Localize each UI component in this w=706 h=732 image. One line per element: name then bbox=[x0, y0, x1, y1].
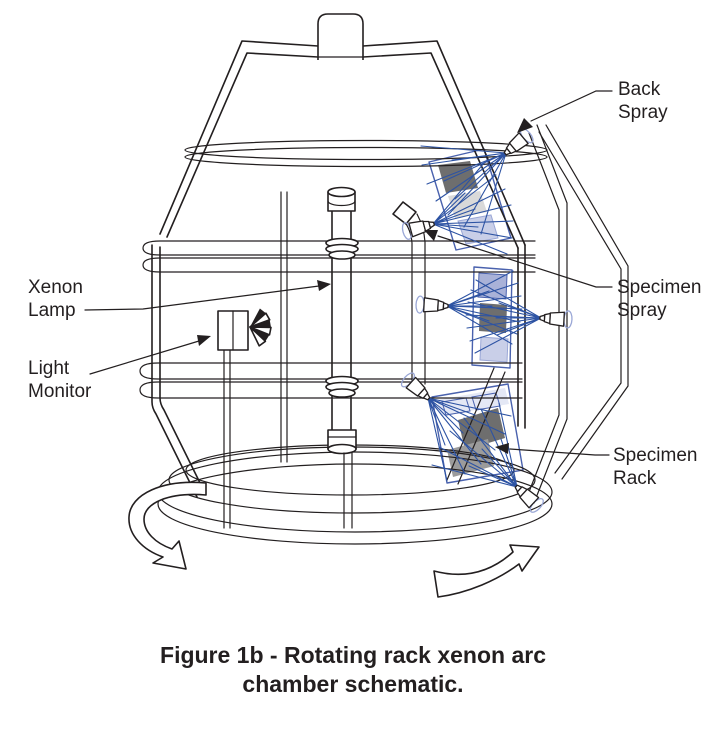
figure-caption: Figure 1b - Rotating rack xenon arc cham… bbox=[160, 642, 546, 697]
spray-fan-back bbox=[420, 145, 507, 235]
label-specimen-rack-line2: Rack bbox=[613, 468, 657, 489]
leader-xenon-lamp bbox=[84, 285, 320, 311]
lamp-stem bbox=[343, 452, 353, 529]
leader-lines bbox=[84, 90, 613, 456]
left-spray-pipe bbox=[403, 213, 426, 387]
arrowhead-specimen-spray bbox=[424, 230, 438, 241]
rotation-arrow-left-icon bbox=[128, 481, 207, 570]
leader-specimen-spray bbox=[437, 235, 613, 288]
arrowhead-specimen-rack bbox=[495, 443, 509, 454]
spray-fan-upper-front bbox=[432, 162, 514, 255]
label-light-monitor-line2: Monitor bbox=[28, 381, 92, 402]
label-xenon-lamp-line1: Xenon bbox=[28, 277, 83, 298]
label-specimen-rack-line1: Specimen bbox=[613, 445, 698, 466]
leader-light-monitor bbox=[89, 340, 200, 375]
leader-back-spray bbox=[530, 90, 613, 122]
label-specimen-spray-line2: Spray bbox=[617, 300, 667, 321]
xenon-lamp-rod bbox=[325, 186, 359, 529]
spray-fan-lower-top bbox=[427, 397, 512, 482]
support-rod-front bbox=[280, 191, 288, 463]
label-back-spray-line1: Back bbox=[618, 79, 661, 100]
chamber-top-cap bbox=[317, 13, 364, 60]
light-monitor-fan-icon bbox=[249, 308, 272, 347]
left-pipe-stub bbox=[392, 201, 417, 225]
arrowhead-xenon-lamp bbox=[317, 280, 331, 291]
chamber-outline bbox=[151, 13, 526, 498]
mid-left-nozzle bbox=[414, 295, 450, 316]
labels: Back Spray Xenon Lamp Light Monitor Spec… bbox=[28, 79, 702, 489]
arrowhead-back-spray bbox=[517, 118, 533, 133]
spray-fans bbox=[420, 145, 542, 488]
label-specimen-spray-line1: Specimen bbox=[617, 277, 702, 298]
rack-support-diagonal bbox=[446, 367, 506, 485]
arrowhead-light-monitor bbox=[197, 335, 211, 346]
rotation-arrow-right-icon bbox=[433, 544, 540, 598]
label-back-spray-line2: Spray bbox=[618, 102, 668, 123]
lamp-collar-upper bbox=[325, 237, 359, 260]
caption-line2: chamber schematic. bbox=[242, 671, 463, 697]
label-xenon-lamp-line2: Lamp bbox=[28, 300, 76, 321]
label-light-monitor-line1: Light bbox=[28, 358, 70, 379]
light-monitor-post bbox=[223, 349, 231, 529]
spray-fan-mid-right bbox=[465, 279, 542, 354]
lamp-collar-lower bbox=[325, 375, 359, 398]
caption-line1: Figure 1b - Rotating rack xenon arc bbox=[160, 642, 546, 668]
leader-specimen-rack bbox=[509, 448, 610, 456]
right-outer-frame bbox=[538, 124, 629, 480]
light-monitor-device bbox=[217, 308, 272, 529]
specimen-rack-upper bbox=[428, 148, 512, 251]
